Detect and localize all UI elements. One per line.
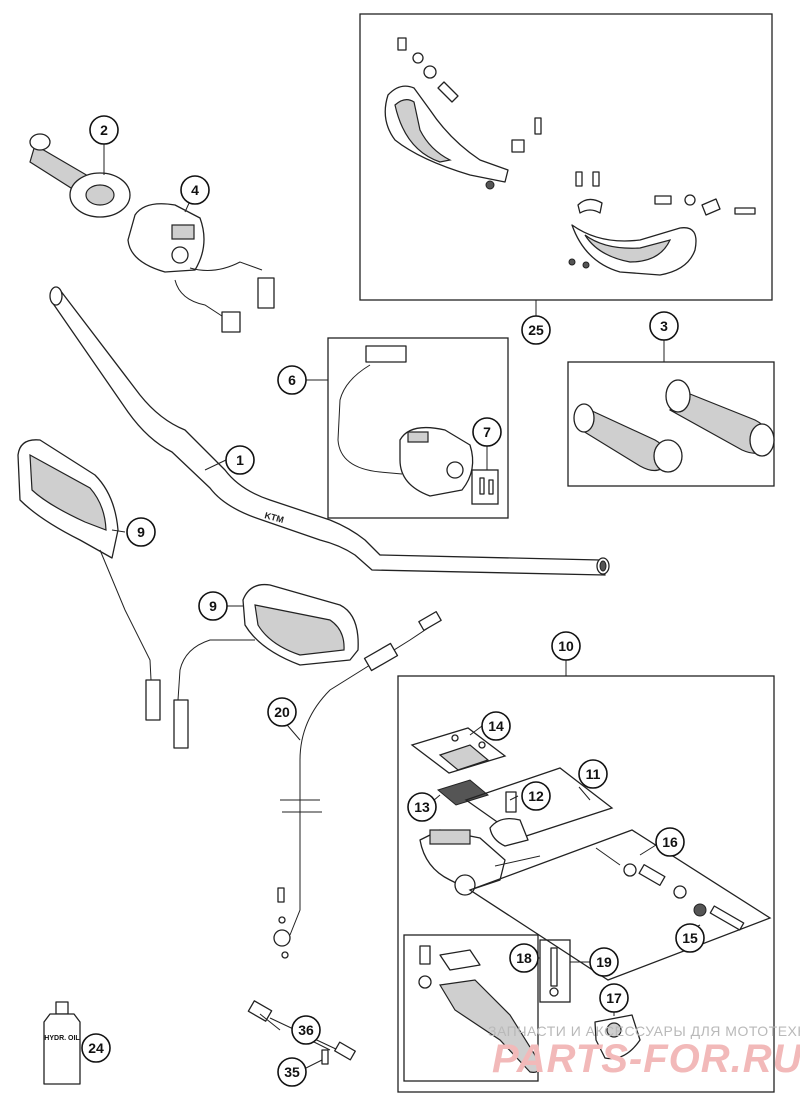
callout-14: 14 — [481, 711, 511, 741]
callout-label-25: 25 — [528, 322, 544, 338]
callout-label-36: 36 — [298, 1022, 314, 1038]
callout-label-15: 15 — [682, 930, 698, 946]
switch-right — [337, 345, 499, 505]
callout-20: 20 — [267, 697, 297, 727]
callout-label-13: 13 — [414, 799, 430, 815]
callout-36: 36 — [291, 1015, 321, 1045]
callout-label-9-right: 9 — [209, 598, 217, 614]
leader-lines — [79, 144, 701, 1069]
callout-label-11: 11 — [586, 766, 601, 782]
callout-label-3: 3 — [660, 318, 668, 334]
handlebar-marking: KTM — [263, 510, 284, 525]
callout-3: 3 — [649, 311, 679, 341]
clutch-cable — [273, 611, 442, 959]
callout-label-17: 17 — [606, 990, 622, 1006]
callout-label-6: 6 — [288, 372, 296, 388]
piston-kit-frame — [468, 829, 772, 981]
callout-11: 11 — [578, 759, 608, 789]
callout-label-16: 16 — [662, 834, 678, 850]
callout-label-2: 2 — [100, 122, 108, 138]
callout-label-4: 4 — [191, 182, 199, 198]
pivot-kit-frame — [539, 939, 571, 1003]
sensor-wire — [247, 1000, 356, 1065]
callout-24: 24 — [81, 1033, 111, 1063]
grip-left — [29, 133, 131, 218]
watermark-caption: ЗАПЧАСТИ И АКСЕССУАРЫ ДЛЯ МОТОТЕХНИКИ — [488, 1023, 800, 1039]
handguard-group-frame — [359, 13, 773, 301]
callout-label-18: 18 — [516, 950, 532, 966]
callout-15: 15 — [675, 923, 705, 953]
lever — [418, 945, 540, 1073]
callout-2: 2 — [89, 115, 119, 145]
callout-7: 7 — [472, 417, 502, 447]
callout-1: 1 — [225, 445, 255, 475]
mirror-left — [17, 439, 161, 721]
callout-label-19: 19 — [596, 954, 612, 970]
callout-18: 18 — [509, 943, 539, 973]
watermark-brand: PARTS-FOR.RU — [492, 1037, 800, 1081]
handguard-left — [384, 37, 542, 190]
master-cylinder-frame — [397, 675, 775, 1093]
callout-label-14: 14 — [488, 718, 504, 734]
callout-13: 13 — [407, 792, 437, 822]
handguard-right — [568, 171, 756, 276]
callout-19: 19 — [589, 947, 619, 977]
callout-4: 4 — [180, 175, 210, 205]
switch-left — [127, 203, 275, 333]
switch-kit-frame — [327, 337, 509, 519]
grip-pair — [573, 379, 775, 473]
callout-9-left: 9 — [126, 517, 156, 547]
adjuster — [594, 1014, 641, 1060]
callout-6: 6 — [277, 365, 307, 395]
callout-10: 10 — [551, 631, 581, 661]
diaphragm — [436, 779, 490, 806]
callout-label-10: 10 — [558, 638, 574, 654]
callout-label-24: 24 — [88, 1040, 104, 1056]
clamp — [489, 791, 529, 847]
callout-label-9-left: 9 — [137, 524, 145, 540]
mirror-right — [173, 583, 359, 749]
callout-17: 17 — [599, 983, 629, 1013]
lever-frame — [403, 934, 539, 1082]
callout-12: 12 — [521, 781, 551, 811]
grips-frame — [567, 361, 775, 487]
callout-25: 25 — [521, 315, 551, 345]
callout-label-7: 7 — [483, 424, 491, 440]
callout-label-20: 20 — [274, 704, 290, 720]
handlebar: KTM — [49, 286, 610, 576]
bottle-label: HYDR. OIL — [44, 1035, 80, 1042]
pivot-bolt — [549, 947, 559, 997]
reservoir-cover — [438, 734, 490, 771]
callout-16: 16 — [655, 827, 685, 857]
cover-kit-frame — [410, 727, 507, 774]
callout-9-right: 9 — [198, 591, 228, 621]
hydraulic-oil-bottle: HYDR. OIL — [43, 1001, 81, 1085]
callout-label-35: 35 — [284, 1064, 300, 1080]
callout-label-1: 1 — [236, 452, 244, 468]
piston-kit — [595, 847, 745, 931]
callout-35: 35 — [277, 1057, 307, 1087]
callout-label-12: 12 — [528, 788, 544, 804]
